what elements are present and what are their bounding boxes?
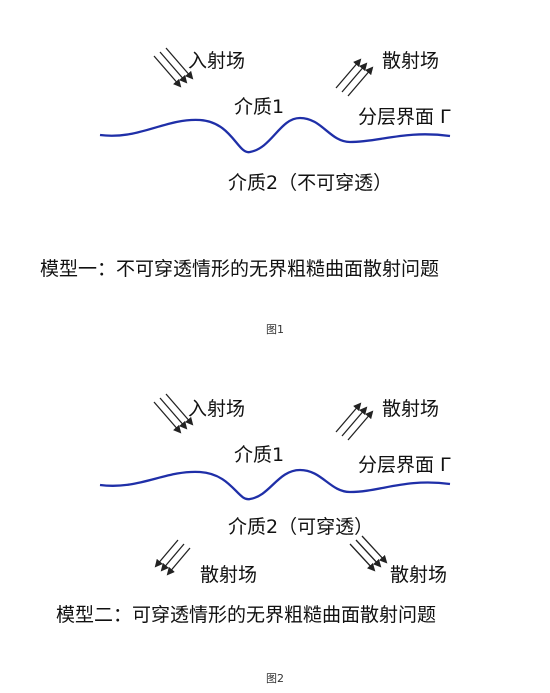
figure-1: 入射场 散射场 介质1 分层界面 Γ 介质2（不可穿透） 模型一：不可穿透情形的… <box>0 0 550 340</box>
figure-number: 图1 <box>266 323 284 336</box>
incident-arrows <box>153 47 194 88</box>
figure-2-graphic <box>99 393 451 576</box>
medium-1-label: 介质1 <box>234 96 285 118</box>
scattered-arrows-top <box>335 402 374 441</box>
interface-curve <box>99 468 451 501</box>
scattered-field-label: 散射场 <box>382 398 440 420</box>
figure-number: 图2 <box>266 672 284 685</box>
incident-arrows <box>153 393 194 434</box>
incident-field-label: 入射场 <box>188 398 246 420</box>
figure-caption: 模型一：不可穿透情形的无界粗糙曲面散射问题 <box>40 258 440 280</box>
scattered-arrows-top <box>335 58 374 97</box>
figure-1-graphic <box>99 47 451 154</box>
medium-1-label: 介质1 <box>234 444 285 466</box>
medium-2-label: 介质2（可穿透） <box>228 516 374 538</box>
transmitted-field-label-left: 散射场 <box>200 564 258 586</box>
interface-curve <box>99 116 451 154</box>
incident-field-label: 入射场 <box>188 50 246 72</box>
interface-label: 分层界面 Γ <box>358 106 451 128</box>
figure-2: 入射场 散射场 介质1 分层界面 Γ 介质2（可穿透） 散射场 散射场 模型二：… <box>0 352 550 692</box>
transmitted-field-label-right: 散射场 <box>390 564 448 586</box>
transmitted-arrows-left <box>154 539 191 576</box>
scattered-field-label: 散射场 <box>382 50 440 72</box>
medium-2-label: 介质2（不可穿透） <box>228 172 393 194</box>
transmitted-arrows-right <box>349 535 388 572</box>
interface-label: 分层界面 Γ <box>358 454 451 476</box>
figure-caption: 模型二：可穿透情形的无界粗糙曲面散射问题 <box>56 604 437 626</box>
